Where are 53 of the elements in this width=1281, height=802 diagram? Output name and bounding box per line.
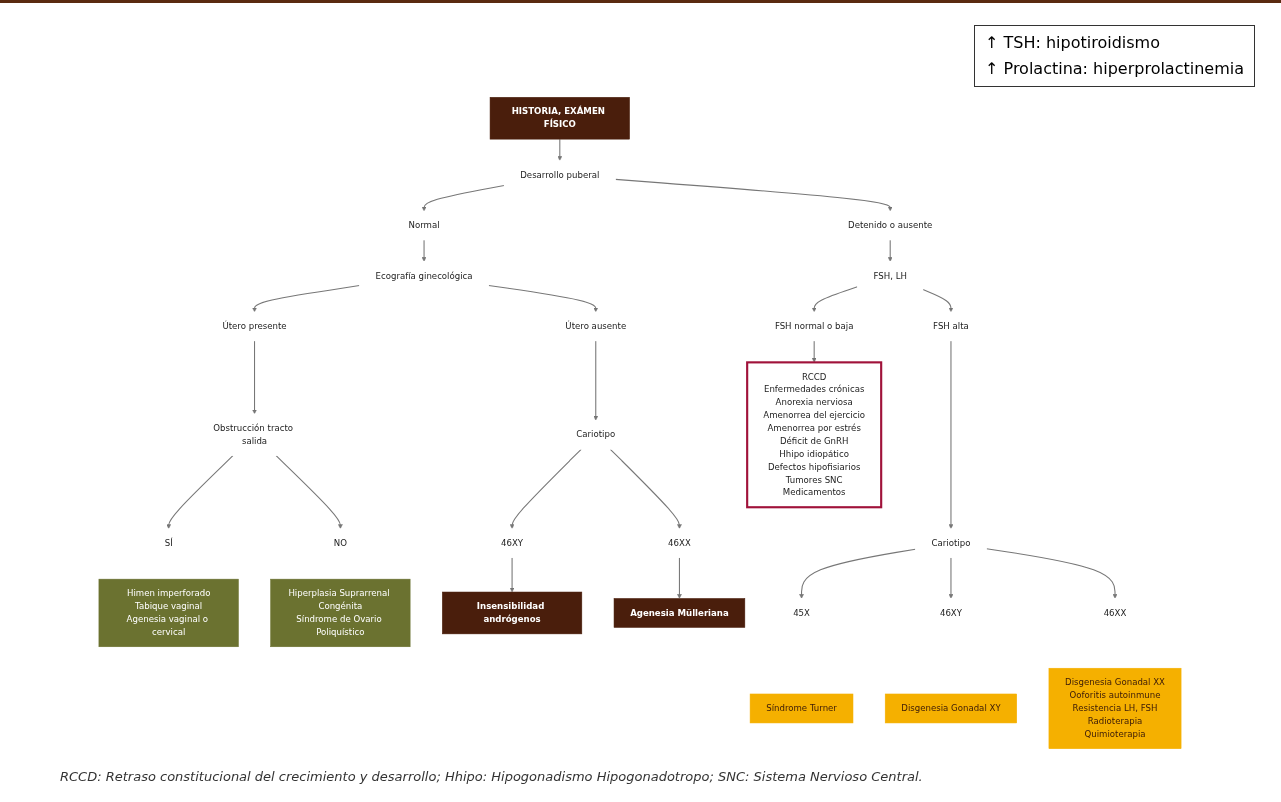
node-text: Obstrucción tracto salida [213,423,294,447]
node-text: Útero presente [222,321,287,332]
node-text: NO [333,537,347,549]
node-box: Disgenesia Gonadal XX Ooforitis autoinmune Resistencia LH, FSH Radioterapia Quimioterapia [1048,667,1182,749]
arrow [488,284,599,313]
node-box: Insensibilidad andrógenos [442,591,583,635]
arrow [421,184,505,212]
node-text: 46XY [939,607,962,618]
node-text: Ecografía ginecológica [375,270,473,281]
arrow [593,340,599,421]
node-text: Desarrollo puberal [520,169,600,180]
arrow [421,239,427,262]
node-box: Hiperplasia Suprarrenal Congénita Síndrome de Ovario Poliquístico [270,578,411,648]
arrow [509,448,582,529]
arrow [252,285,360,313]
node-box: HISTORIA, EXÁMEN FÍSICO [489,97,630,140]
arrow [948,557,954,599]
node-text: FSH alta [933,321,969,332]
node-box: Disgenesia Gonadal XY [884,693,1017,724]
arrow [811,340,817,363]
arrow [887,239,893,262]
caption: RCCD: Retraso constitucional del crecimiento y desarrollo; Hhipo: Hipogonadismo Hipogonadotropo; SNC: Sistema Nervioso Central. [60,769,923,784]
arrow [252,340,257,415]
node-box: Síndrome Turner [749,693,854,724]
arrow [811,286,858,313]
node-text: Cariotipo [576,429,616,440]
arrow [275,455,343,529]
arrow [948,340,954,529]
arrow [609,448,682,529]
node-box: RCCD Enfermedades crónicas Anorexia nerviosa Amenorrea del ejercicio Amenorrea por estrés Déficit de GnRH Hhipo idiopático Defectos hipofisiarios Tumores SNC Medicamentos [746,361,883,509]
node-text: Normal [408,220,440,231]
node-text: 46XY [501,537,524,549]
arrow [677,557,682,599]
node-text: 45X [793,607,810,618]
node-text: FSH, LH [873,270,907,281]
node-box: Himen imperforado Tabique vaginal Agenesia vaginal o cervical [98,578,239,648]
node-text: FSH normal o baja [774,321,854,332]
note-text: ↑ Prolactina: hiperprolactinemia [985,58,1244,80]
node-text: Detenido o ausente [848,220,933,231]
arrow [614,178,893,212]
node-text: 46XX [668,537,691,549]
arrow [799,548,916,599]
arrow [985,548,1118,599]
node-text: Cariotipo [931,537,971,549]
note-text: ↑ TSH: hipotiroidismo [985,32,1161,54]
node-text: 46XX [1103,607,1127,618]
node-text: Útero ausente [565,321,627,332]
arrow [509,557,515,593]
arrow [557,138,563,161]
node-text: SÍ [164,537,173,549]
node-box: Agenesia Mülleriana [613,598,746,628]
arrow [922,289,954,313]
arrow [166,455,234,529]
